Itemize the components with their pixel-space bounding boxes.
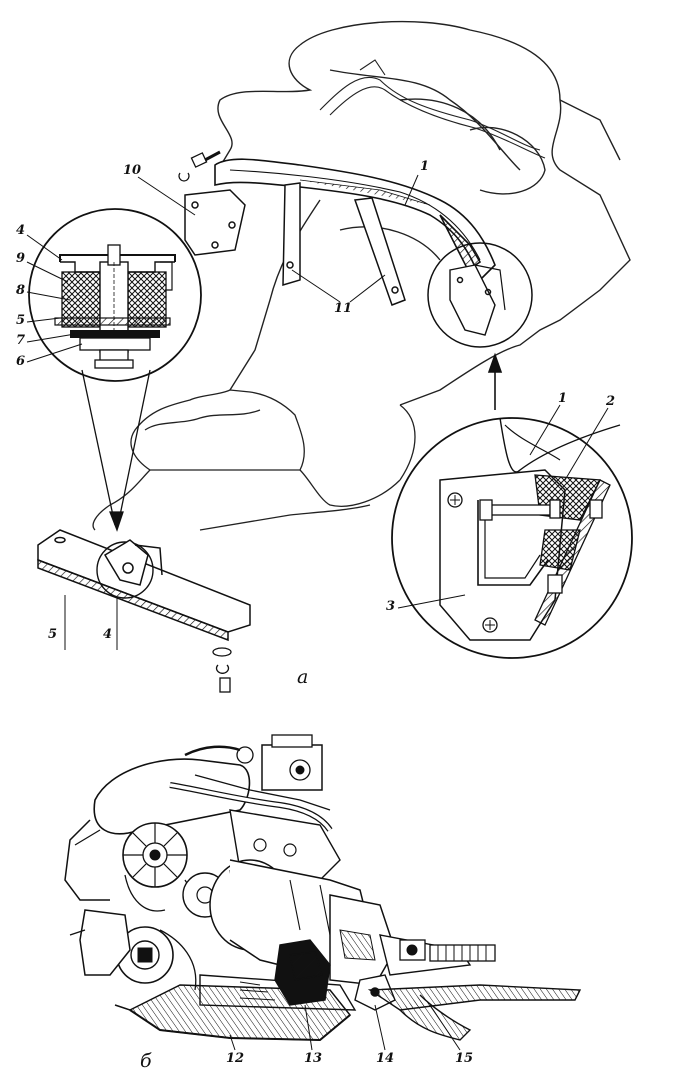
label-14: 14 <box>376 1051 395 1066</box>
rubber-mount-13 <box>274 939 331 1006</box>
support-legs-11 <box>282 182 406 306</box>
leader-lines-a <box>26 174 609 650</box>
leader-lines-b <box>229 1004 461 1051</box>
label-8: 8 <box>16 283 26 298</box>
caption-a: а <box>297 666 309 688</box>
arrow-right-inset <box>487 352 503 410</box>
label-11: 11 <box>334 301 353 316</box>
crossmember-bar <box>214 158 496 282</box>
label-12: 12 <box>226 1051 245 1066</box>
label-1-top: 1 <box>420 159 430 174</box>
label-5-inset: 5 <box>16 313 26 328</box>
label-4-bottom: 4 <box>103 627 113 642</box>
bracket-10 <box>184 189 246 256</box>
caption-b: б <box>140 1050 152 1072</box>
engine-wires <box>319 59 546 159</box>
label-9: 9 <box>16 251 26 266</box>
engine-assembly-b <box>64 734 496 1011</box>
engine-outline-a <box>214 20 631 406</box>
label-15: 15 <box>455 1051 474 1066</box>
label-4-inset: 4 <box>16 223 26 238</box>
rear-crossmember-15 <box>367 984 582 1041</box>
label-13: 13 <box>304 1051 323 1066</box>
label-2: 2 <box>606 394 616 409</box>
arrow-left-inset <box>81 369 151 532</box>
bolt-top <box>178 150 221 182</box>
label-6: 6 <box>16 354 26 369</box>
label-7: 7 <box>16 333 26 348</box>
right-mount-circle <box>427 242 533 348</box>
label-5-bottom: 5 <box>48 627 58 642</box>
engine-wavy-outline <box>92 389 416 531</box>
left-inset-section <box>28 208 202 382</box>
label-3: 3 <box>386 599 396 614</box>
label-1-inset: 1 <box>558 391 568 406</box>
right-inset-section <box>391 417 633 659</box>
bolt-bottom <box>212 647 232 693</box>
label-10: 10 <box>123 163 142 178</box>
lower-crossmember-5 <box>37 529 251 642</box>
